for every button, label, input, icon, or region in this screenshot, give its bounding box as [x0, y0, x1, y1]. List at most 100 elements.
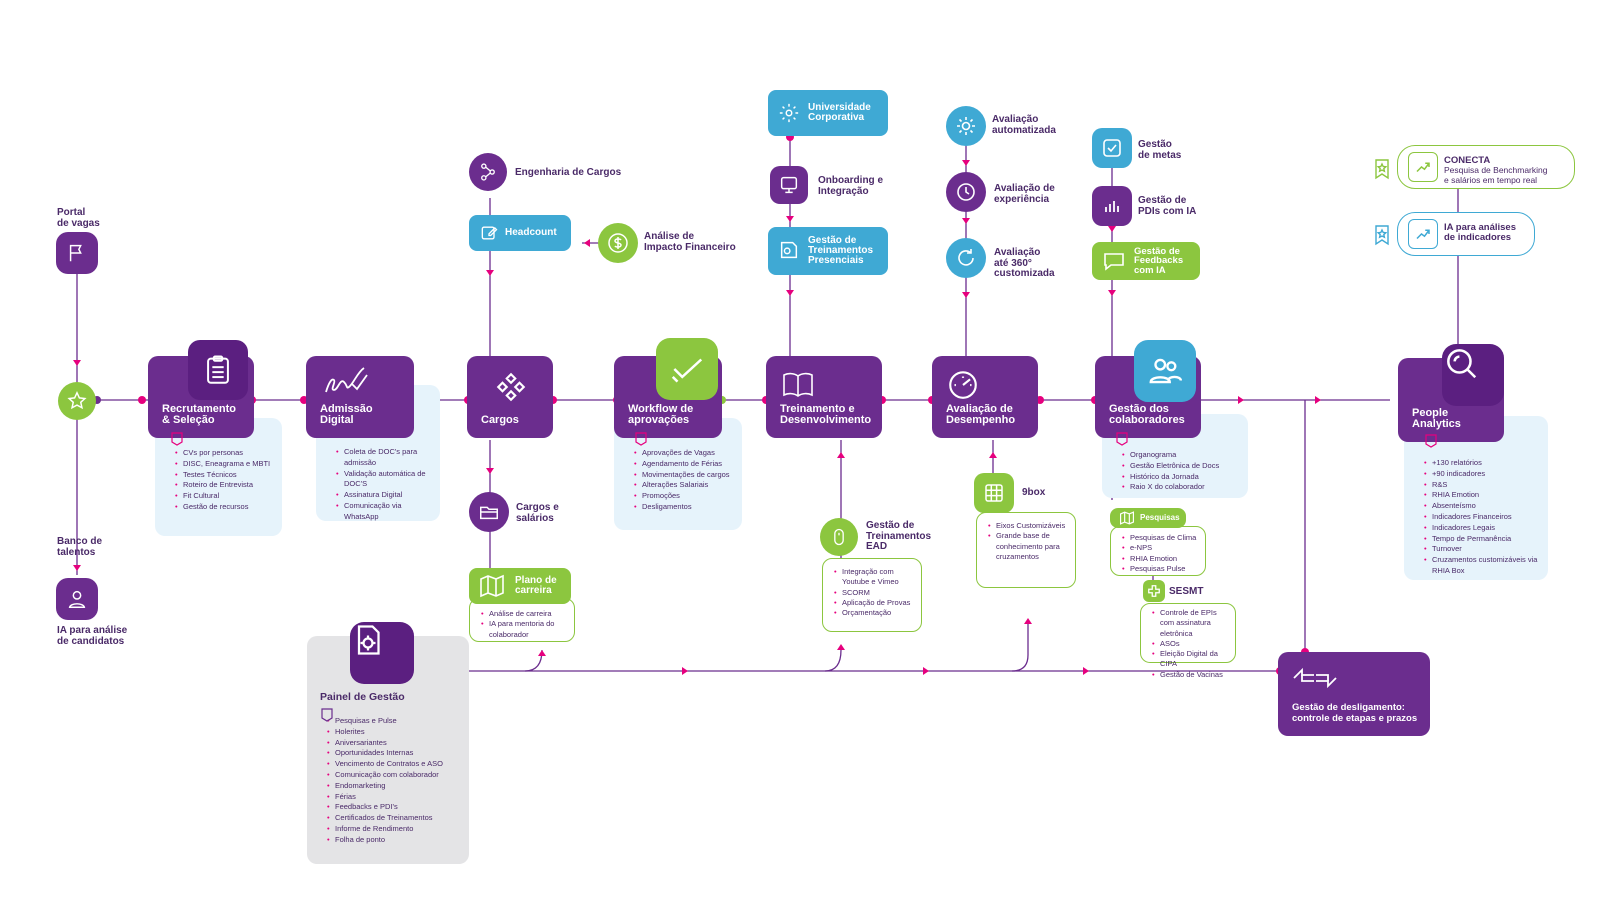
treinamento-node[interactable]: Treinamento e Desenvolvimento: [766, 356, 882, 438]
list-item: SCORM: [834, 588, 915, 599]
list-item: Certificados de Treinamentos: [327, 813, 459, 824]
auto-label: Avaliação automatizada: [992, 114, 1056, 136]
sesmt-label: SESMT: [1169, 586, 1204, 597]
refresh-icon[interactable]: [946, 238, 986, 278]
avaliacao-node[interactable]: Avaliação de Desempenho: [932, 356, 1038, 438]
list-item: Tempo de Permanência: [1424, 534, 1538, 545]
conecta-card[interactable]: CONECTA Pesquisa de Benchmarking e salár…: [1397, 145, 1575, 189]
list-item: e-NPS: [1122, 543, 1199, 554]
health-cross-icon[interactable]: [1143, 580, 1165, 602]
plano-label: Plano de carreira: [515, 575, 557, 596]
ai-badge-icon: [170, 432, 184, 446]
ninebox-panel: Eixos CustomizáveisGrande base de conhec…: [976, 512, 1076, 588]
list-item: CVs por personas: [175, 448, 272, 459]
list-item: Gestão de Vacinas: [1152, 670, 1229, 681]
list-item: RHIA Emotion: [1424, 490, 1538, 501]
gauge-icon: [946, 368, 980, 407]
list-item: Alterações Salariais: [634, 480, 732, 491]
onboarding-label: Onboarding e Integração: [818, 175, 883, 197]
clock-icon[interactable]: [946, 172, 986, 212]
cargos-node[interactable]: Cargos: [467, 356, 553, 438]
list-item: Análise de carreira: [481, 609, 568, 620]
gestao-colab-label: Gestão dos colaboradores: [1109, 403, 1185, 426]
person-icon[interactable]: [56, 578, 98, 620]
bookmark-star-icon: [1374, 158, 1390, 185]
list-item: Grande base de conhecimento para cruzame…: [988, 531, 1069, 562]
list-item: Coleta de DOC's para admissão: [336, 447, 430, 469]
star-icon[interactable]: [58, 382, 96, 420]
list-item: Cruzamentos customizáveis via RHIA Box: [1424, 555, 1538, 577]
list-item: Turnover: [1424, 544, 1538, 555]
flag-icon[interactable]: [56, 232, 98, 274]
list-item: Integração com Youtube e Vimeo: [834, 567, 915, 588]
edit-icon: [479, 223, 499, 246]
metas-label: Gestão de metas: [1138, 139, 1182, 161]
list-item: Comunicação via WhatsApp: [336, 501, 430, 523]
list-item: Validação automática de DOC'S: [336, 469, 430, 491]
onboarding-icon[interactable]: [770, 166, 808, 204]
network-icon[interactable]: [469, 153, 507, 191]
certificate-icon: [778, 239, 800, 264]
arrows-icon: [1292, 664, 1338, 697]
target-icon[interactable]: [1092, 128, 1132, 168]
ia-indicadores-title: IA para análises de indicadores: [1444, 222, 1516, 243]
workflow-label: Workflow de aprovações: [628, 403, 694, 426]
ead-panel: Integração com Youtube e VimeoSCORMAplic…: [822, 558, 922, 632]
trend-icon: [1408, 219, 1438, 249]
clipboard-icon: [188, 340, 248, 400]
list-item: ASOs: [1152, 639, 1229, 650]
recrutamento-node[interactable]: Recrutamento & Seleção: [148, 340, 254, 438]
ai-badge-icon: [320, 708, 334, 722]
experiencia-label: Avaliação de experiência: [994, 183, 1055, 205]
trend-icon: [1408, 152, 1438, 182]
presenciais-label: Gestão de Treinamentos Presenciais: [808, 235, 874, 266]
gear-doc-icon[interactable]: [350, 622, 414, 684]
feedbacks-pill[interactable]: Gestão de Feedbacks com IA: [1092, 242, 1200, 280]
list-item: Gestão de recursos: [175, 502, 272, 513]
list-item: RHIA Emotion: [1122, 554, 1199, 565]
conecta-subtitle: Pesquisa de Benchmarking e salários em t…: [1444, 165, 1548, 185]
grid-icon[interactable]: [974, 473, 1014, 513]
cargos-label: Cargos: [481, 414, 519, 426]
ai-badge-icon: [1115, 432, 1129, 446]
list-item: Absenteísmo: [1424, 501, 1538, 512]
treinamento-label: Treinamento e Desenvolvimento: [780, 403, 872, 426]
dollar-icon[interactable]: [598, 223, 638, 263]
pesquisas-label: Pesquisas: [1140, 513, 1180, 522]
sesmt-panel: Controle de EPIs com assinatura eletrôni…: [1140, 603, 1236, 680]
list-item: Pesquisas de Clima: [1122, 533, 1199, 544]
list-item: IA para mentoria do colaborador: [481, 619, 568, 640]
list-item: +130 relatórios: [1424, 458, 1538, 469]
list-item: Agendamento de Férias: [634, 459, 732, 470]
desligamento-node[interactable]: Gestão de desligamento: controle de etap…: [1278, 652, 1430, 736]
list-item: Endomarketing: [327, 781, 459, 792]
list-item: Controle de EPIs com assinatura eletrôni…: [1152, 608, 1229, 639]
universidade-pill[interactable]: Universidade Corporativa: [768, 90, 888, 136]
admissao-node[interactable]: Admissão Digital: [306, 356, 414, 438]
ai-badge-icon: [1424, 434, 1438, 448]
universidade-label: Universidade Corporativa: [808, 102, 871, 123]
list-item: DISC, Eneagrama e MBTI: [175, 459, 272, 470]
gear-auto-icon[interactable]: [946, 106, 986, 146]
presenciais-pill[interactable]: Gestão de Treinamentos Presenciais: [768, 227, 888, 275]
cargos-salarios-label: Cargos e salários: [516, 502, 559, 524]
chat-icon: [1102, 250, 1126, 275]
list-item: Oportunidades Internas: [327, 748, 459, 759]
mouse-icon[interactable]: [820, 518, 858, 556]
ia-indicadores-card[interactable]: IA para análises de indicadores: [1397, 212, 1535, 256]
admissao-label: Admissão Digital: [320, 403, 373, 426]
recrutamento-label: Recrutamento & Seleção: [162, 403, 236, 426]
headcount-pill[interactable]: Headcount: [469, 215, 571, 251]
list-item: Holerites: [327, 727, 459, 738]
list-item: Férias: [327, 792, 459, 803]
ninebox-label: 9box: [1022, 487, 1046, 498]
chart-bars-icon[interactable]: [1092, 186, 1132, 226]
folder-icon[interactable]: [469, 492, 509, 532]
map-icon: [1118, 511, 1136, 528]
check-icon: [656, 338, 718, 400]
avaliacao-label: Avaliação de Desempenho: [946, 403, 1016, 426]
list-item: Pesquisas Pulse: [1122, 564, 1199, 575]
plano-pill[interactable]: Plano de carreira: [469, 568, 571, 604]
people-panel: +130 relatórios+90 indicadoresR&SRHIA Em…: [1404, 416, 1548, 580]
pesquisas-pill[interactable]: Pesquisas: [1110, 508, 1186, 528]
